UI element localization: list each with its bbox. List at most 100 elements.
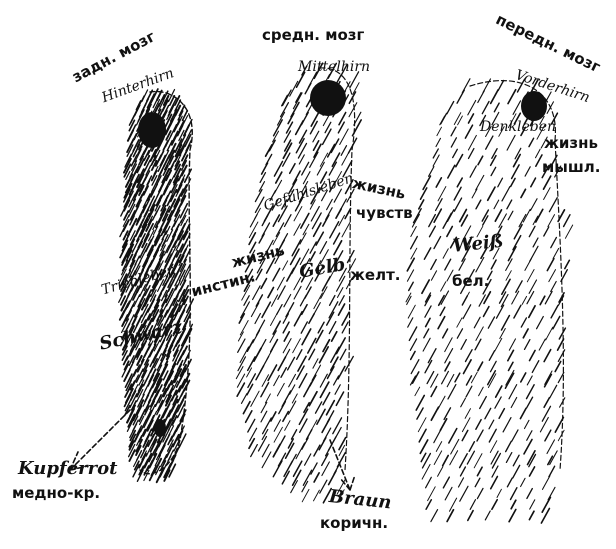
hatch-stroke: [465, 409, 470, 419]
hatch-stroke: [254, 348, 261, 361]
hatch-stroke: [521, 373, 526, 382]
hatch-stroke: [129, 450, 134, 461]
hatch-stroke: [545, 430, 551, 441]
hatch-stroke: [246, 411, 252, 423]
hatch-stroke: [336, 392, 343, 405]
label-copper-red: медно-кр.: [12, 486, 100, 501]
hatch-stroke: [443, 456, 449, 466]
hatch-stroke: [294, 312, 302, 326]
hatch-stroke: [542, 406, 550, 421]
hatch-stroke: [485, 408, 491, 419]
hatch-stroke: [417, 408, 423, 419]
hatch-stroke: [247, 384, 253, 394]
hatch-stroke: [550, 385, 557, 398]
hatch-stroke: [527, 489, 532, 499]
hatch-stroke: [454, 187, 461, 200]
hatch-stroke: [495, 397, 501, 408]
hatch-stroke: [300, 295, 306, 306]
hatch-stroke: [471, 372, 477, 383]
hatch-stroke: [253, 286, 261, 300]
hatch-stroke: [294, 207, 302, 221]
label-kupferrot: Kupferrot: [18, 460, 117, 478]
hatch-stroke: [464, 360, 472, 374]
hatch-stroke: [492, 149, 497, 159]
hatch-stroke: [509, 339, 515, 350]
label-brown: коричн.: [320, 516, 388, 531]
hatch-stroke: [329, 322, 336, 334]
label-midbrain: средн. мозг: [262, 28, 364, 43]
hatch-stroke: [431, 510, 438, 522]
hatch-stroke: [330, 222, 339, 238]
hatch-stroke: [507, 200, 512, 209]
hatch-stroke: [494, 103, 499, 112]
hatch-stroke: [525, 259, 531, 271]
hatch-stroke: [453, 149, 458, 157]
hatch-stroke: [273, 444, 280, 456]
hatch-stroke: [421, 453, 426, 461]
hatch-stroke: [274, 375, 280, 385]
label-weiss: Weiß: [452, 233, 504, 256]
hatch-stroke: [262, 215, 268, 225]
hatch-stroke: [248, 419, 255, 432]
hatch-stroke: [565, 260, 570, 268]
hatch-stroke: [506, 453, 511, 463]
hatch-stroke: [425, 306, 431, 317]
hatch-stroke: [256, 366, 264, 380]
hatch-stroke: [451, 127, 456, 136]
hatch-stroke: [261, 383, 269, 397]
hatch-stroke: [306, 430, 312, 440]
hatch-stroke: [265, 394, 270, 403]
hatch-stroke: [255, 314, 260, 324]
hatch-stroke: [544, 350, 551, 362]
hatch-stroke: [560, 398, 565, 407]
hatch-stroke: [468, 135, 476, 150]
hatch-stroke: [143, 386, 148, 395]
hatch-stroke: [309, 314, 314, 324]
hatch-stroke: [449, 429, 457, 444]
hatch-stroke: [430, 226, 436, 236]
hatch-stroke: [476, 200, 481, 209]
hatch-stroke: [491, 451, 498, 464]
hatch-stroke: [445, 487, 452, 500]
hatch-stroke: [339, 215, 345, 225]
hatch-stroke: [442, 371, 449, 383]
hatch-stroke: [314, 445, 320, 456]
hatch-stroke: [313, 131, 319, 142]
hatch-stroke: [281, 368, 286, 378]
hatch-stroke: [549, 270, 556, 282]
hatch-stroke: [320, 480, 327, 493]
hatch-stroke: [272, 295, 278, 306]
hatch-stroke: [273, 461, 282, 477]
hatch-stroke: [441, 282, 446, 291]
hatch-stroke: [523, 209, 530, 222]
hatch-stroke: [150, 255, 156, 267]
hatch-stroke: [470, 500, 475, 510]
hatch-stroke: [297, 350, 302, 360]
hatch-stroke: [480, 397, 487, 409]
hatch-stroke: [319, 438, 326, 450]
hatch-stroke: [428, 487, 436, 501]
hatch-stroke: [491, 167, 496, 175]
hatch-stroke: [251, 303, 259, 317]
hatch-stroke: [334, 233, 340, 244]
hatch-stroke: [499, 409, 504, 419]
hatch-stroke: [302, 305, 307, 315]
label-yellow: желт.: [350, 268, 400, 283]
hatch-stroke: [273, 268, 280, 280]
hatch-stroke: [489, 429, 496, 442]
hatch-stroke: [285, 215, 292, 227]
hatch-stroke: [290, 164, 295, 174]
hatch-stroke: [443, 249, 448, 258]
hatch-stroke: [414, 209, 422, 223]
hatch-stroke: [285, 421, 290, 431]
hatch-stroke: [501, 295, 508, 307]
hatch-stroke: [530, 467, 535, 476]
hatch-stroke: [418, 418, 426, 432]
hatch-stroke: [327, 312, 334, 325]
hatch-stroke: [288, 357, 295, 370]
hatch-stroke: [484, 292, 490, 304]
hatch-stroke: [334, 376, 339, 385]
hatch-stroke: [536, 149, 541, 158]
hatch-stroke: [302, 438, 308, 450]
